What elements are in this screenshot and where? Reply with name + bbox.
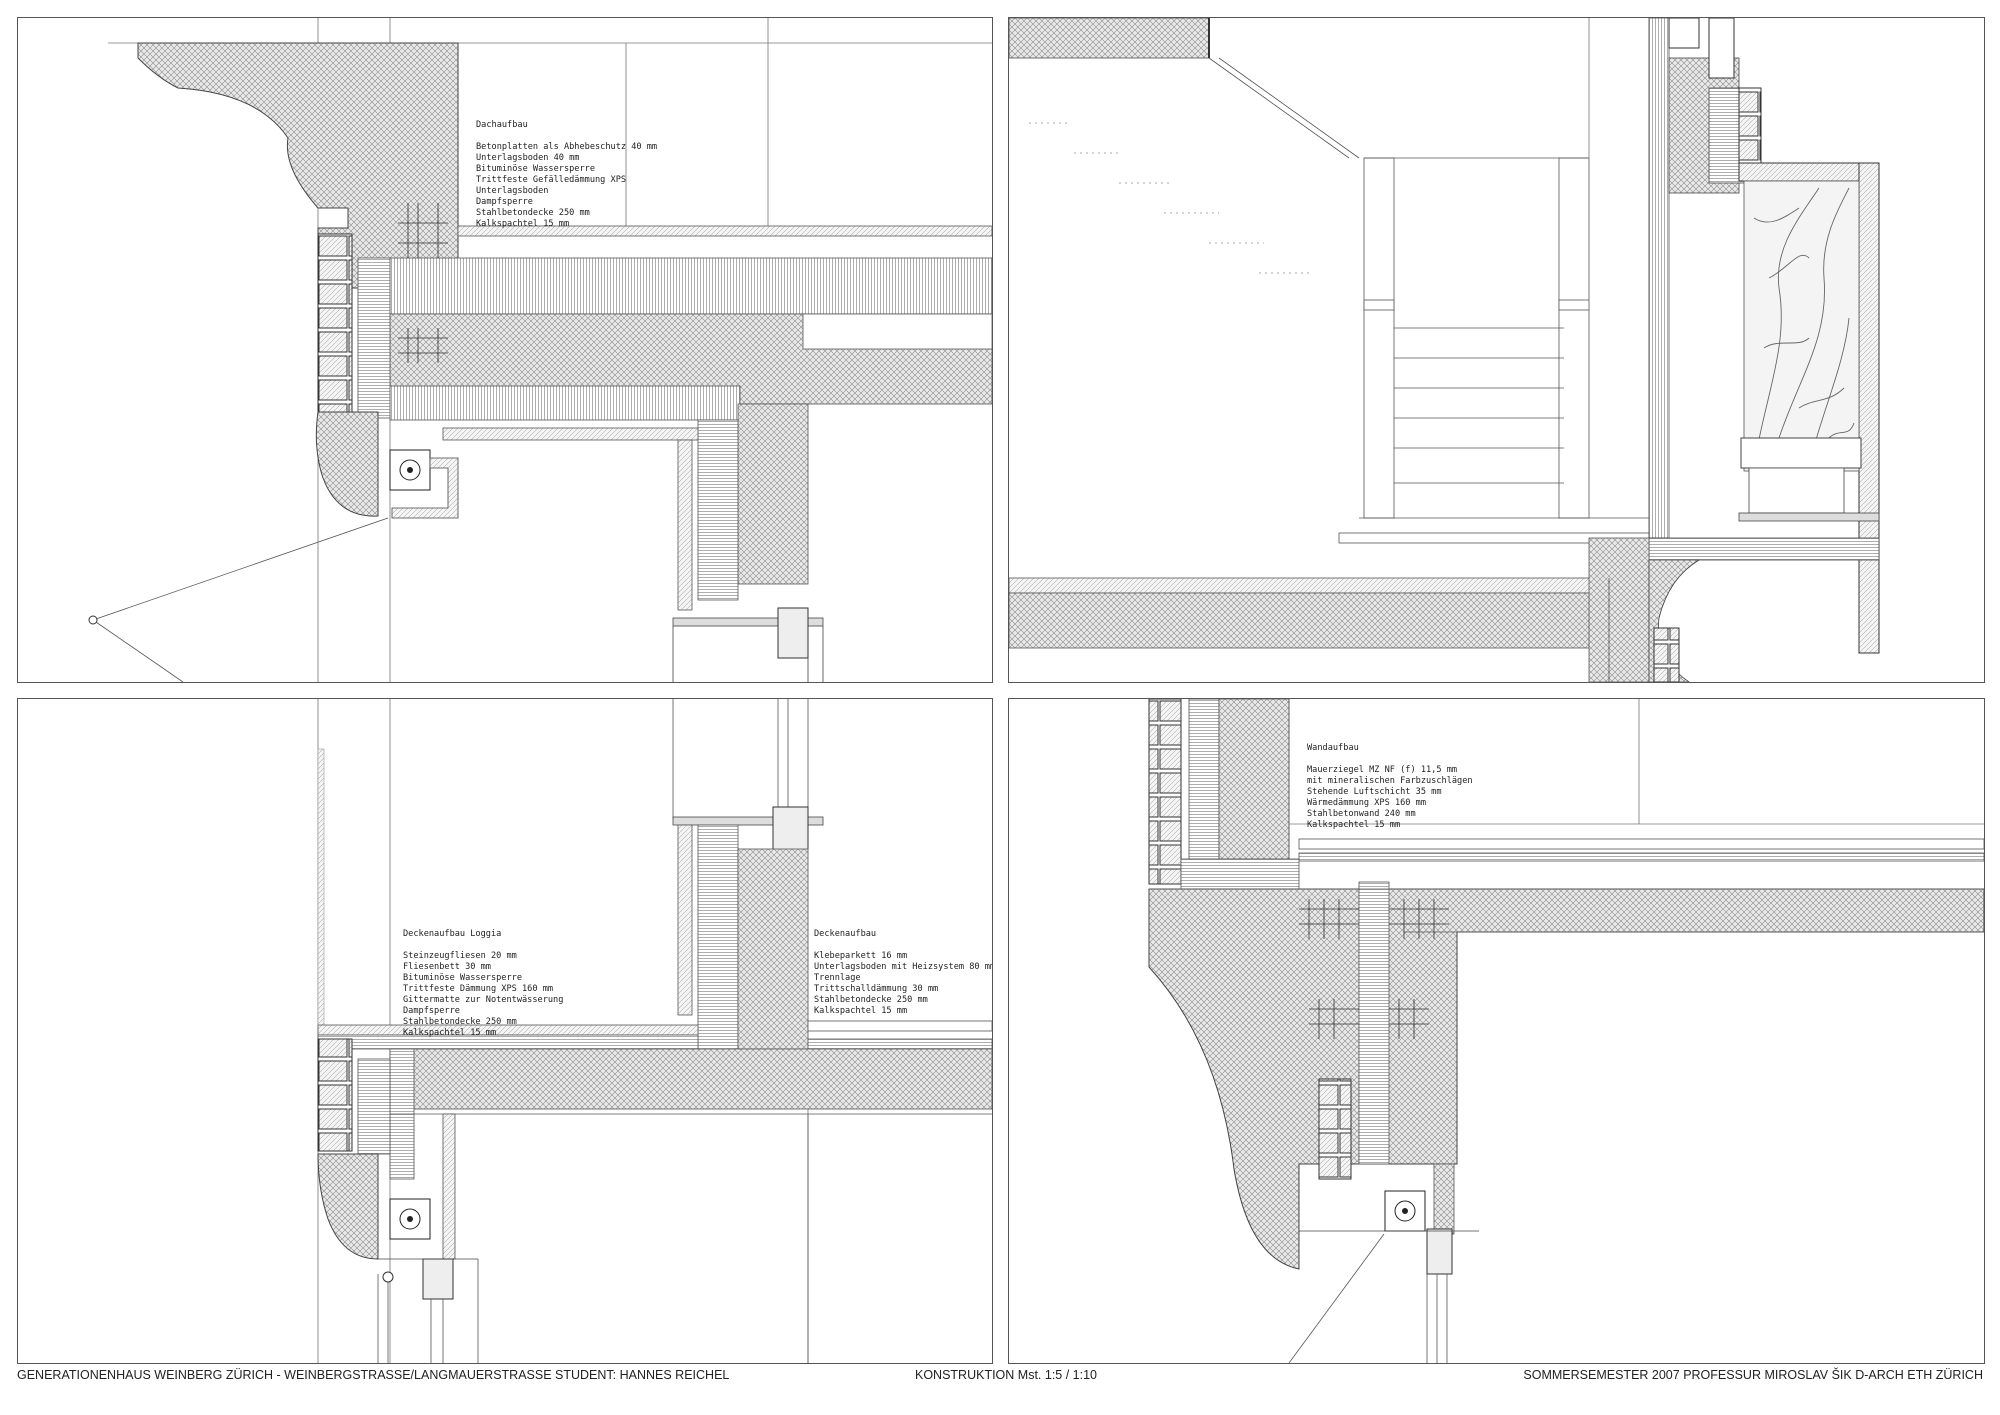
wall-buildup-title: Wandaufbau xyxy=(1307,743,1359,753)
roof-buildup-line: Stahlbetondecke 250 mm xyxy=(476,208,590,218)
loggia-buildup-line: Gittermatte zur Notentwässerung xyxy=(403,995,564,1005)
roof-buildup-title: Dachaufbau xyxy=(476,120,528,130)
loggia-buildup-line: Fliesenbett 30 mm xyxy=(403,962,491,972)
floor-buildup-line: Kalkspachtel 15 mm xyxy=(814,1006,908,1016)
floor-buildup-line: Trittschalldämmung 30 mm xyxy=(814,984,939,994)
floor-buildup-line: Unterlagsboden mit Heizsystem 80 mm xyxy=(814,962,993,972)
wall-buildup-line: Wärmedämmung XPS 160 mm xyxy=(1307,798,1426,808)
loggia-floor-drawing xyxy=(317,699,992,1363)
roof-buildup-line: Unterlagsboden 40 mm xyxy=(476,153,580,163)
loggia-buildup-line: Trittfeste Dämmung XPS 160 mm xyxy=(403,984,554,994)
loggia-buildup-line: Stahlbetondecke 250 mm xyxy=(403,1017,517,1027)
loggia-buildup-line: Steinzeugfliesen 20 mm xyxy=(403,951,517,961)
wall-buildup-line: mit mineralischen Farbzuschlägen xyxy=(1307,776,1473,786)
loggia-buildup-line: Bituminöse Wassersperre xyxy=(403,973,522,983)
footer-project-info: GENERATIONENHAUS WEINBERG ZÜRICH - WEINB… xyxy=(17,1368,730,1382)
loggia-bench-drawing xyxy=(1009,18,1880,682)
footer-course-info: SOMMERSEMESTER 2007 PROFESSUR MIROSLAV Š… xyxy=(1523,1368,1983,1382)
loggia-buildup-line: Kalkspachtel 15 mm xyxy=(403,1028,497,1038)
floor-buildup-title: Deckenaufbau xyxy=(814,929,877,939)
roof-section-drawing xyxy=(88,18,992,682)
footer-scale-info: KONSTRUKTION Mst. 1:5 / 1:10 xyxy=(915,1368,1097,1382)
loggia-buildup-title: Deckenaufbau Loggia xyxy=(403,929,502,939)
roof-buildup-line: Kalkspachtel 15 mm xyxy=(476,219,570,229)
wall-buildup-line: Stahlbetonwand 240 mm xyxy=(1307,809,1416,819)
loggia-buildup-line: Dampfsperre xyxy=(403,1006,460,1016)
floor-buildup-line: Stahlbetondecke 250 mm xyxy=(814,995,928,1005)
wall-section-drawing xyxy=(1148,699,1984,1363)
roof-buildup-line: Trittfeste Gefälledämmung XPS xyxy=(476,175,627,185)
roof-buildup-line: Unterlagsboden xyxy=(476,186,549,196)
wall-buildup-line: Stehende Luftschicht 35 mm xyxy=(1307,787,1442,797)
floor-buildup-line: Trennlage xyxy=(814,973,861,983)
detail-panel-loggia-bench xyxy=(1008,17,1985,683)
floor-buildup-line: Klebeparkett 16 mm xyxy=(814,951,908,961)
roof-buildup-line: Betonplatten als Abhebeschutz 40 mm xyxy=(476,142,658,152)
wall-buildup-line: Kalkspachtel 15 mm xyxy=(1307,820,1401,830)
roof-buildup-line: Dampfsperre xyxy=(476,197,533,207)
wall-buildup-line: Mauerziegel MZ NF (f) 11,5 mm xyxy=(1307,765,1458,775)
roof-buildup-line: Bituminöse Wassersperre xyxy=(476,164,595,174)
